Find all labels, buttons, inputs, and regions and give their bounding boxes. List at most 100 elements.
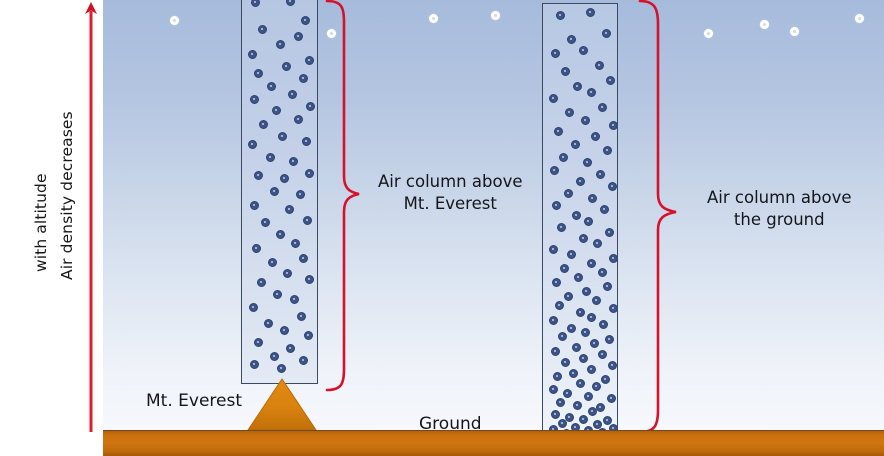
air-particle (556, 11, 565, 20)
air-particle (595, 61, 604, 70)
air-particle (606, 76, 615, 85)
air-particle (549, 316, 558, 325)
air-particle (560, 264, 569, 273)
air-particle (602, 29, 611, 38)
air-particle (299, 356, 308, 365)
air-particle (567, 250, 576, 259)
air-particle (272, 106, 281, 115)
air-particle (592, 382, 601, 391)
air-particle (276, 230, 285, 239)
air-particle (278, 132, 287, 141)
air-particle (549, 245, 558, 254)
thin-air-particle (429, 14, 438, 23)
air-particle (254, 69, 263, 78)
sky-background (103, 0, 884, 432)
air-particle (248, 50, 257, 59)
air-particle (609, 254, 617, 263)
callout-everest-line1: Air column above (378, 172, 523, 191)
air-particle (582, 287, 591, 296)
air-particle (297, 312, 306, 321)
air-particle (305, 56, 314, 65)
air-particle (302, 137, 311, 146)
air-particle (564, 189, 573, 198)
air-particle (579, 46, 588, 55)
air-particle (590, 339, 599, 348)
air-particle (294, 115, 303, 124)
air-particle (579, 234, 588, 243)
air-particle (593, 420, 602, 429)
air-particle (587, 365, 596, 374)
air-particle (598, 103, 607, 112)
callout-everest-line2: Mt. Everest (403, 193, 497, 213)
thin-air-particle (855, 14, 864, 23)
air-particle (558, 332, 567, 341)
air-particle (584, 392, 593, 401)
air-particle (290, 295, 299, 304)
callout-ground-line2: the ground (733, 209, 825, 229)
air-particle (550, 166, 559, 175)
air-particle (567, 324, 576, 333)
air-particle (248, 140, 257, 149)
air-particle (551, 49, 560, 58)
air-column-everest (241, 0, 318, 384)
air-particle (596, 403, 605, 412)
thin-air-particle (170, 16, 179, 25)
air-particle (306, 102, 315, 111)
air-particle (561, 67, 570, 76)
air-particle (603, 146, 612, 155)
air-particle (596, 170, 605, 179)
air-particle (294, 32, 303, 41)
air-particle (581, 328, 590, 337)
air-particle (299, 254, 308, 263)
air-particle (583, 158, 592, 167)
air-particle (270, 352, 279, 361)
thin-air-particle (327, 29, 336, 38)
air-particle (291, 239, 300, 248)
air-particle (553, 372, 562, 381)
air-particle (267, 82, 276, 91)
thin-air-particle (491, 11, 500, 20)
air-particle (303, 216, 312, 225)
air-particle (609, 304, 617, 313)
air-particle (605, 228, 614, 237)
air-particle (282, 62, 291, 71)
air-particle (603, 282, 612, 291)
air-particle (250, 360, 259, 369)
air-particle (299, 74, 308, 83)
air-particle (254, 338, 263, 347)
air-particle (556, 398, 565, 407)
air-particle (592, 296, 601, 305)
air-particle (586, 8, 595, 17)
air-particle (572, 343, 581, 352)
brace-everest-column (325, 0, 369, 394)
air-particle (587, 88, 596, 97)
air-particle (571, 140, 580, 149)
air-particle (576, 379, 585, 388)
thin-air-particle (790, 27, 799, 36)
air-particle (576, 177, 585, 186)
callout-ground-column: Air column above the ground (707, 187, 851, 231)
air-particle (591, 132, 600, 141)
air-particle (268, 258, 277, 267)
air-particle (587, 313, 596, 322)
air-particle (270, 187, 279, 196)
air-particle (608, 361, 617, 370)
air-particle (258, 25, 267, 34)
air-particle (252, 244, 261, 253)
air-particle (598, 268, 607, 277)
air-particle (551, 410, 560, 419)
air-particle (598, 350, 607, 359)
air-particle (572, 211, 581, 220)
axis-label-altitude: with altitude (32, 173, 50, 272)
air-particle (608, 182, 617, 191)
air-particle (565, 413, 574, 422)
air-particle (257, 278, 266, 287)
air-particle (276, 40, 285, 49)
air-particle (289, 157, 298, 166)
air-particle (581, 116, 590, 125)
air-particle (249, 303, 258, 312)
air-particle (552, 201, 561, 210)
air-particle (261, 218, 270, 227)
air-particle (558, 419, 567, 428)
